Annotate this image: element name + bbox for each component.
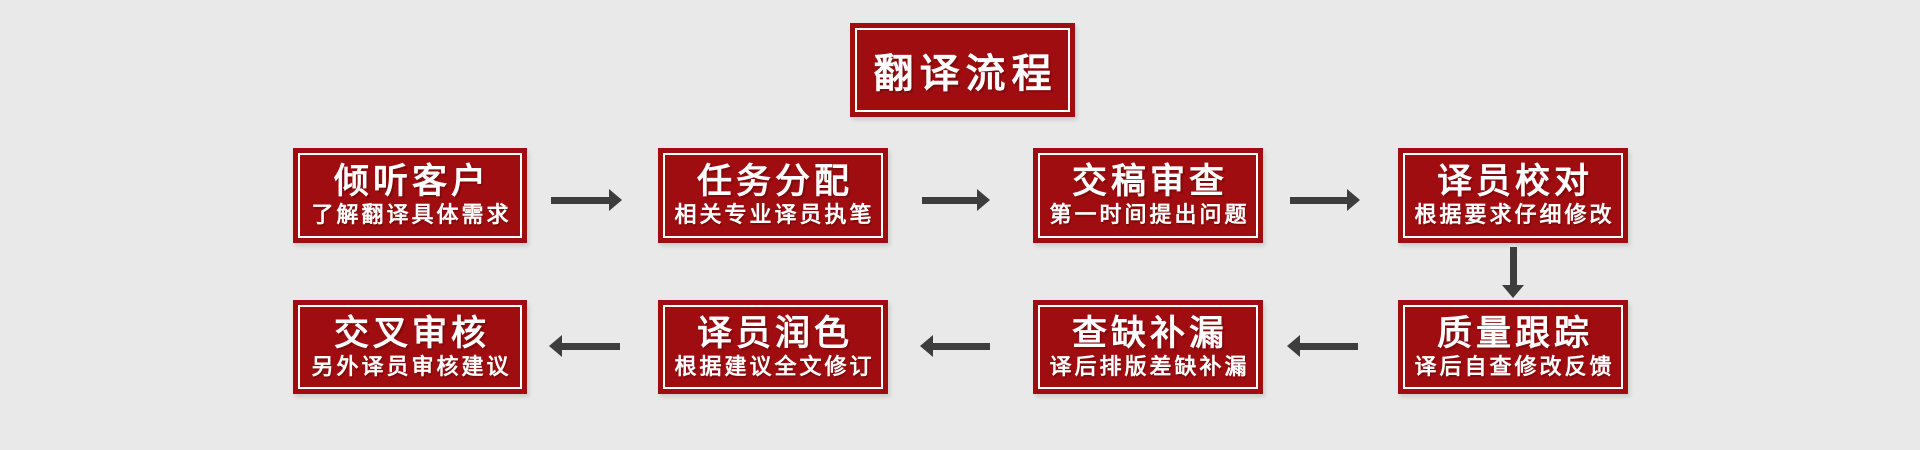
arrow-head [549,335,562,357]
step-title: 质量跟踪 [1436,313,1593,353]
arrow-shaft [922,196,977,204]
flow-title-box-inner: 翻译流程 [855,28,1070,112]
step-title: 任务分配 [696,162,853,202]
arrow-shaft [1290,196,1347,204]
step-title: 倾听客户 [333,162,490,202]
arrow-down-icon [1502,247,1524,298]
step-title: 交叉审核 [333,313,490,353]
arrow-shaft [933,342,990,350]
arrow-shaft [551,196,609,204]
step-title: 译员润色 [696,313,853,353]
arrow-shaft [1300,342,1358,350]
step-title: 查缺补漏 [1071,313,1228,353]
arrow-head [609,189,622,211]
step-title: 译员校对 [1436,162,1593,202]
step-translator-polishing: 译员润色 根据建议全文修订 [658,300,888,394]
step-subtitle: 了解翻译具体需求 [311,202,512,228]
step-draft-review-inner: 交稿审查 第一时间提出问题 [1038,153,1258,238]
step-translator-proofreading: 译员校对 根据要求仔细修改 [1398,148,1628,243]
step-subtitle: 根据建议全文修订 [674,353,875,379]
step-task-assignment: 任务分配 相关专业译员执笔 [658,148,888,243]
step-gap-filling-inner: 查缺补漏 译后排版差缺补漏 [1038,305,1258,389]
step-gap-filling: 查缺补漏 译后排版差缺补漏 [1033,300,1263,394]
step-subtitle: 另外译员审核建议 [311,353,512,379]
arrow-left-icon [549,335,620,357]
step-subtitle: 译后排版差缺补漏 [1049,353,1250,379]
step-subtitle: 根据要求仔细修改 [1414,202,1615,228]
step-subtitle: 相关专业译员执笔 [674,202,875,228]
arrow-shaft [562,342,620,350]
step-task-assignment-inner: 任务分配 相关专业译员执笔 [663,153,883,238]
step-translator-proofreading-inner: 译员校对 根据要求仔细修改 [1403,153,1623,238]
arrow-head [1347,189,1360,211]
arrow-head [977,189,990,211]
step-title: 交稿审查 [1071,162,1228,202]
arrow-head [1287,335,1300,357]
arrow-right-icon [551,189,622,211]
step-listen-client-inner: 倾听客户 了解翻译具体需求 [298,153,522,238]
arrow-head [920,335,933,357]
step-cross-review: 交叉审核 另外译员审核建议 [293,300,527,394]
step-listen-client: 倾听客户 了解翻译具体需求 [293,148,527,243]
step-cross-review-inner: 交叉审核 另外译员审核建议 [298,305,522,389]
step-draft-review: 交稿审查 第一时间提出问题 [1033,148,1263,243]
step-quality-tracking-inner: 质量跟踪 译后自查修改反馈 [1403,305,1623,389]
step-subtitle: 译后自查修改反馈 [1414,353,1615,379]
arrow-shaft [1509,247,1517,285]
page-title: 翻译流程 [873,52,1058,96]
flow-title-box: 翻译流程 [850,23,1075,117]
arrow-right-icon [922,189,990,211]
step-translator-polishing-inner: 译员润色 根据建议全文修订 [663,305,883,389]
arrow-left-icon [920,335,990,357]
step-quality-tracking: 质量跟踪 译后自查修改反馈 [1398,300,1628,394]
arrow-right-icon [1290,189,1360,211]
step-subtitle: 第一时间提出问题 [1049,202,1250,228]
arrow-head [1502,285,1524,298]
arrow-left-icon [1287,335,1358,357]
